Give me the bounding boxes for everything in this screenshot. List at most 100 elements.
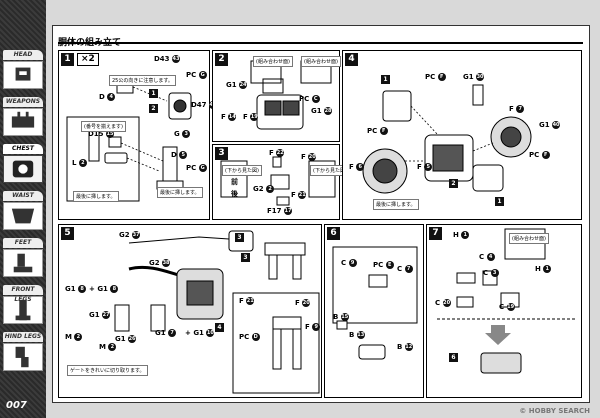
quantity-badge: ×2	[77, 53, 99, 66]
section-sidebar: HEAD WEAPONS CHEST WAIST FEET FRONT LEGS…	[0, 0, 46, 418]
page-number: 007	[6, 400, 27, 411]
sidebar-tab-label: WEAPONS	[3, 97, 43, 107]
part-label-f17: F17 17	[267, 207, 292, 215]
title-bar: 胴体の組み立て	[58, 30, 583, 48]
sidebar-tab-head[interactable]: HEAD	[3, 50, 43, 89]
part-label-d43: D43 43	[154, 55, 180, 63]
head-part-icon	[3, 61, 43, 89]
part-label-g1c: G1 27	[89, 311, 111, 319]
part-label-f3: F 21	[291, 191, 307, 199]
part-label-c3: C 20	[435, 299, 451, 307]
sidebar-tab-weapons[interactable]: WEAPONS	[3, 97, 43, 136]
step-1-panel: 1 ×2 D43 43 D 4 PC G D47 47 D15 15 L 2 G…	[58, 50, 217, 220]
assembly-note: (番号を揃えます)	[81, 121, 126, 132]
step-6-panel: 6 C 9 PC E C 7 B 15 B 13 B 12	[324, 224, 424, 398]
part-label-f21: F 21	[239, 297, 255, 305]
part-label-b3: B 12	[397, 343, 413, 351]
part-label-c2: C 3	[483, 269, 499, 277]
step-5-panel: 5 G2 37 G2 38 G1 8 + G1 8 G1 27 M 2 M 2 …	[58, 224, 322, 398]
sidebar-tab-label: CHEST	[3, 144, 43, 154]
step-callout: 3	[235, 233, 244, 242]
sidebar-tab-label: HIND LEGS	[3, 332, 43, 342]
part-label-f: F 7	[509, 105, 525, 113]
assembly-note: (下から見た図)	[222, 165, 262, 176]
step-5-illustration	[114, 230, 320, 394]
sidebar-tab-label: HEAD	[3, 50, 43, 60]
part-label-pc: PC D	[239, 333, 260, 341]
part-label-h2: H 1	[535, 265, 552, 273]
sidebar-tab-label: FRONT LEGS	[3, 285, 43, 303]
step-callout: 1	[149, 89, 158, 98]
sidebar-tab-front-legs[interactable]: FRONT LEGS	[3, 285, 43, 324]
part-label-f: F 14	[221, 113, 237, 121]
step-callout: 1	[381, 75, 390, 84]
part-label-d15: D15 15	[88, 130, 114, 138]
step-4-panel: 4 1 PC F G1 30 F 7 G1 40 PC F F 6 PC F F…	[342, 50, 582, 220]
part-label-f2: F 6	[349, 163, 365, 171]
step-number: 4	[345, 53, 358, 66]
step-callout: 2	[149, 104, 158, 113]
top-strip	[46, 0, 600, 24]
part-label-pc: PC E	[373, 261, 394, 269]
step-number: 6	[327, 227, 340, 240]
step-7-illustration	[437, 228, 577, 374]
page-title: 胴体の組み立て	[58, 38, 122, 48]
part-label-pc: PC G	[186, 71, 207, 79]
step-6-illustration	[332, 246, 418, 360]
step-callout: 4	[215, 323, 224, 332]
part-label-c4: C 19	[499, 303, 515, 311]
part-label-f2: F 20	[295, 299, 311, 307]
step-callout: 1	[495, 197, 504, 206]
part-label-g1d: G1 26	[115, 335, 137, 343]
part-label-c2: C 7	[397, 265, 413, 273]
assembly-note: 最後に挿します。	[157, 187, 203, 198]
part-label-h: H 1	[453, 231, 470, 239]
part-label-l: L 2	[72, 159, 87, 167]
part-label-f: F 22	[269, 149, 285, 157]
chest-part-icon	[3, 155, 43, 183]
weapons-part-icon	[3, 108, 43, 136]
part-label-d: D 4	[99, 93, 116, 101]
part-label-g2: G2 37	[119, 231, 141, 239]
step-4-illustration	[362, 84, 532, 194]
part-label-g1f: + G1 10	[185, 329, 215, 337]
sidebar-tab-waist[interactable]: WAIST	[3, 191, 43, 230]
part-label-b2: B 13	[349, 331, 365, 339]
part-label-g1b: G1 40	[539, 121, 561, 129]
sidebar-tab-hind-legs[interactable]: HIND LEGS	[3, 332, 43, 371]
part-label-c: C 9	[341, 259, 357, 267]
assembly-note: 25公の向きに注意します。	[109, 75, 176, 86]
part-label-pc2: PC F	[367, 127, 388, 135]
part-label-g1: G1 24	[226, 81, 248, 89]
assembly-note: 最後に挿します。	[73, 191, 119, 202]
step-callout: 3	[241, 253, 250, 262]
step-2-panel: 2 (組み合わせ面) (組み合わせ面) G1 24 PC C F 14 F 19…	[212, 50, 341, 142]
part-label-f3: F 9	[305, 323, 321, 331]
part-label-g1b: G1 28	[311, 107, 333, 115]
part-label-d2: D 5	[171, 151, 188, 159]
step-3-illustration	[220, 156, 336, 206]
part-label-b: B 15	[333, 313, 349, 321]
part-label-g2b: G2 38	[149, 259, 171, 267]
part-label-g1b: + G1 8	[89, 285, 119, 293]
sidebar-tab-chest[interactable]: CHEST	[3, 144, 43, 183]
assembly-note: 最後に挿します。	[373, 199, 419, 210]
sidebar-tab-label: WAIST	[3, 191, 43, 201]
step-callout: 2	[449, 179, 458, 188]
front-legs-part-icon	[3, 296, 43, 324]
step-3-panel: 3 (下から見た図) (下から見た図) 前 後 F 22 F 20 G2 2 F…	[212, 144, 350, 220]
sidebar-tab-feet[interactable]: FEET	[3, 238, 43, 277]
step-2-illustration	[250, 60, 332, 130]
part-label-g1a: G1 8	[65, 285, 87, 293]
step-7-panel: 7 (組み合わせ面) H 1 C 4 C 3 C 20 C 19 H 1 6	[426, 224, 582, 398]
part-label-f2: F 20	[301, 153, 317, 161]
part-label-c: C 4	[479, 253, 495, 261]
step-number: 1	[61, 53, 74, 66]
step-number: 3	[215, 147, 228, 160]
part-label-m: M 2	[65, 333, 83, 341]
assembly-note: ゲートをきれいに切り取ります。	[67, 365, 148, 376]
part-label-f2: F 19	[243, 113, 259, 121]
hind-legs-part-icon	[3, 343, 43, 371]
part-label-g2: G2 2	[253, 185, 275, 193]
step-number: 7	[429, 227, 442, 240]
